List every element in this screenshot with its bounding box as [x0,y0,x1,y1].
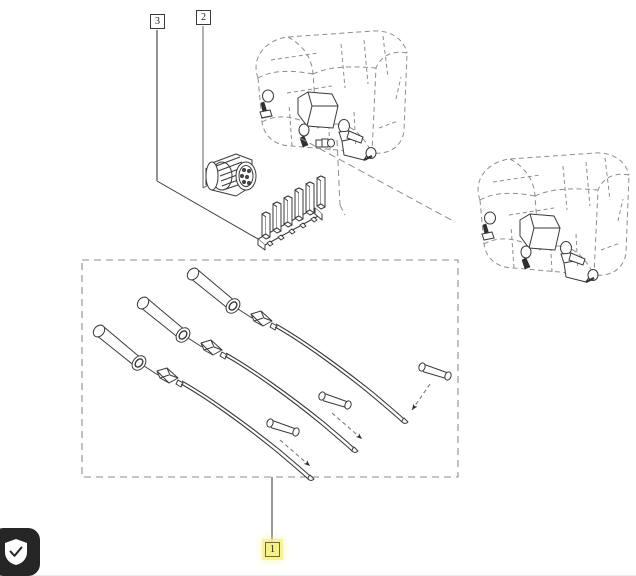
cylinder-head-lower-coils [481,211,599,283]
cylinder-head-upper [255,30,408,154]
ignition-cable-c [92,324,315,481]
assembly-reference-line [299,137,456,223]
leader-lines [156,26,273,542]
item-1-group-box [81,259,459,478]
shield-check-badge[interactable] [0,528,40,576]
callout-label-2[interactable]: 2 [196,10,211,25]
callout-label-1[interactable]: 1 [265,542,280,557]
ignition-cable-b [136,296,363,453]
cylinder-head-lower [477,152,630,276]
ignition-cable-a [186,267,452,424]
part-terminal-pin-strip [257,175,326,251]
ignition-cable-assemblies [92,267,452,481]
callout-label-3[interactable]: 3 [150,14,165,29]
part-round-connector [205,153,257,197]
shield-check-icon [5,539,27,565]
cylinder-head-upper-coils [259,89,377,161]
